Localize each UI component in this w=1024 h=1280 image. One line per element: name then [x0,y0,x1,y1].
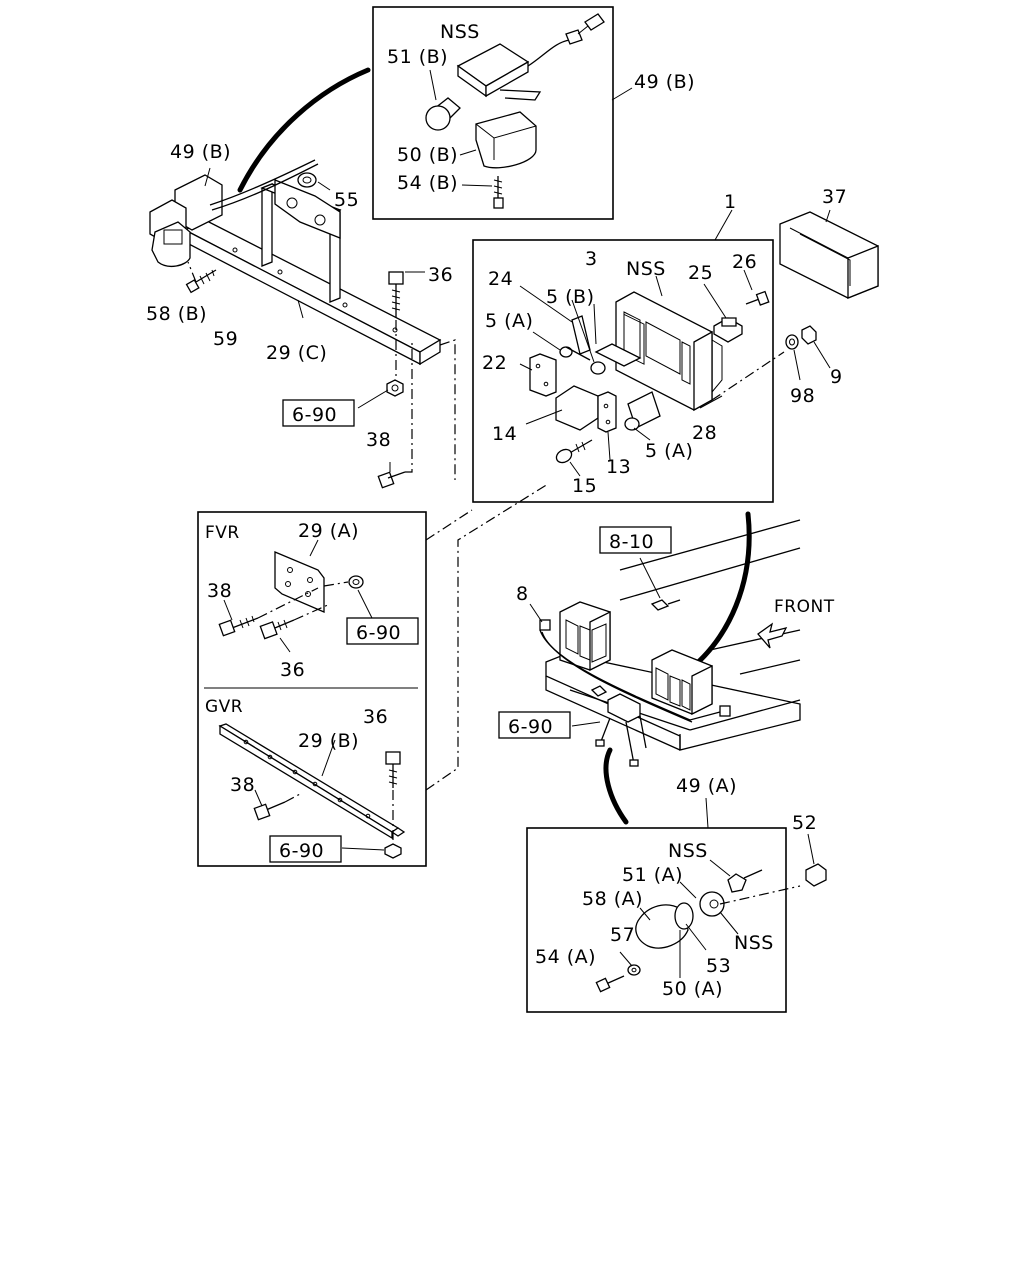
label-52: 52 [792,812,817,834]
inset-box-49a [526,797,801,1013]
label-nss-bot2: NSS [734,932,774,954]
label-1: 1 [724,191,737,213]
vehicle-rear [529,519,801,767]
label-36-fvr: 36 [280,659,305,681]
label-55: 55 [334,189,359,211]
label-51a: 51 (A) [622,864,683,886]
part-52 [805,833,827,887]
label-fvr: FVR [205,523,240,543]
label-38-fvr: 38 [207,580,232,602]
label-29a: 29 (A) [298,520,359,542]
label-36-gvr: 36 [363,706,388,728]
label-8: 8 [516,583,529,605]
fvr-gvr-panel [197,511,427,867]
label-nss-bot1: NSS [668,840,708,862]
label-58b: 58 (B) [146,303,207,325]
label-29c: 29 (C) [266,342,327,364]
label-50b: 50 (B) [397,144,458,166]
label-24: 24 [488,268,513,290]
label-29b: 29 (B) [298,730,359,752]
ref-6-90-fvr-text: 6-90 [356,622,401,644]
connector-line-a [425,509,473,541]
part-98-9 [785,325,831,381]
label-54a: 54 (A) [535,946,596,968]
label-28: 28 [692,422,717,444]
label-51b: 51 (B) [387,46,448,68]
label-15: 15 [572,475,597,497]
label-49b: 49 (B) [170,141,231,163]
inset-box-49b [372,6,633,220]
ref-6-90-fvr: 6-90 [346,617,419,645]
frame-29c-assembly [149,159,456,489]
label-5a-2: 5 (A) [645,440,693,462]
ref-6-90-gvr-text: 6-90 [279,840,324,862]
label-9: 9 [830,366,843,388]
label-26: 26 [732,251,757,273]
label-98: 98 [790,385,815,407]
label-22: 22 [482,352,507,374]
ref-6-90-top: 6-90 [282,399,355,427]
ref-6-90-mid: 6-90 [498,711,571,739]
arrow-1 [681,511,752,677]
label-5b: 5 (B) [546,286,595,308]
label-14: 14 [492,423,517,445]
ref-6-90-mid-text: 6-90 [508,716,553,738]
label-37: 37 [822,186,847,208]
label-nss-top: NSS [440,21,480,43]
arrow-49a [603,747,629,825]
label-5a-1: 5 (A) [485,310,533,332]
label-13: 13 [606,456,631,478]
label-49a: 49 (A) [676,775,737,797]
label-gvr: GVR [205,697,243,717]
ref-8-10: 8-10 [599,526,672,554]
label-49b-box: 49 (B) [634,71,695,93]
inset-box-1 [472,209,785,503]
label-59: 59 [213,328,238,350]
label-54b: 54 (B) [397,172,458,194]
ref-8-10-text: 8-10 [609,531,654,553]
arrow-49b [237,67,371,193]
ref-6-90-top-text: 6-90 [292,404,337,426]
ref-6-90-gvr: 6-90 [269,835,342,863]
connector-line-b [425,483,549,791]
label-38-gvr: 38 [230,774,255,796]
label-25: 25 [688,262,713,284]
label-36-top: 36 [428,264,453,286]
label-53: 53 [706,955,731,977]
label-57: 57 [610,924,635,946]
label-front: FRONT [774,597,835,617]
label-3: 3 [585,248,598,270]
label-nss-mid: NSS [626,258,666,280]
label-38-top: 38 [366,429,391,451]
label-58a: 58 (A) [582,888,643,910]
part-37 [779,209,879,299]
label-50a: 50 (A) [662,978,723,1000]
